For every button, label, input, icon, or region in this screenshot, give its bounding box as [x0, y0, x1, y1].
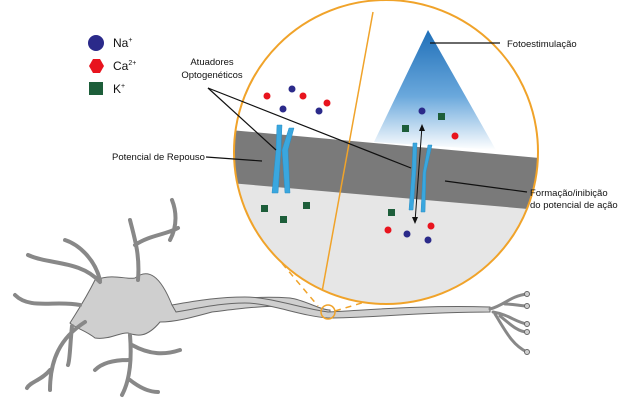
- arrow-head-down: [412, 217, 418, 224]
- ion-k: [438, 113, 445, 120]
- leader-lines: [205, 42, 528, 193]
- label-photostimulation: Fotoestimulação: [507, 39, 577, 50]
- ion-ca: [384, 226, 392, 234]
- legend-na-label: Na+: [113, 36, 132, 50]
- ion-k: [402, 125, 409, 132]
- cell-membrane: [234, 130, 538, 210]
- legend-ca-icon: [89, 59, 104, 73]
- ion-k: [388, 209, 395, 216]
- ion-k: [280, 216, 287, 223]
- ion-ca: [263, 92, 271, 100]
- arrow-head-up: [419, 124, 425, 131]
- ions: [261, 85, 459, 244]
- dendrite: [13, 198, 182, 397]
- zoomed-membrane-view: [234, 0, 538, 304]
- ion-ca: [427, 222, 435, 230]
- legend: Na+ Ca2+ K+: [88, 35, 136, 96]
- ion-na: [315, 107, 323, 115]
- axon-terminals: [488, 292, 529, 354]
- ion-k: [303, 202, 310, 209]
- axon: [171, 296, 491, 319]
- ion-flow-arrow: [414, 125, 423, 223]
- ion-na: [279, 105, 287, 113]
- label-actuators-line1: Atuadores: [190, 57, 234, 68]
- ion-na: [424, 236, 432, 244]
- neuron: [13, 198, 530, 397]
- zoom-source-circle: [320, 304, 336, 320]
- light-cone: [374, 30, 496, 150]
- view-divider: [321, 11, 374, 293]
- ion-na: [418, 107, 426, 115]
- zoom-ring: [233, 0, 539, 305]
- label-actuators-line2: Optogenéticos: [181, 70, 243, 81]
- label-action-line2: do potencial de ação: [530, 200, 618, 211]
- ion-ca: [451, 132, 459, 140]
- label-action-line1: Formação/inibição: [530, 188, 608, 199]
- legend-k-icon: [89, 82, 103, 95]
- ion-na: [403, 230, 411, 238]
- ion-k: [261, 205, 268, 212]
- legend-na-icon: [88, 35, 104, 51]
- ion-ca: [323, 99, 331, 107]
- legend-ca-label: Ca2+: [113, 59, 136, 73]
- channel-resting: [271, 124, 295, 194]
- terminal-bulbs: [524, 291, 530, 355]
- ion-na: [288, 85, 296, 93]
- intracellular-region: [234, 176, 538, 304]
- label-resting-potential: Potencial de Repouso: [112, 152, 205, 163]
- legend-k-label: K+: [113, 82, 125, 96]
- ion-ca: [299, 92, 307, 100]
- channel-active: [408, 142, 433, 213]
